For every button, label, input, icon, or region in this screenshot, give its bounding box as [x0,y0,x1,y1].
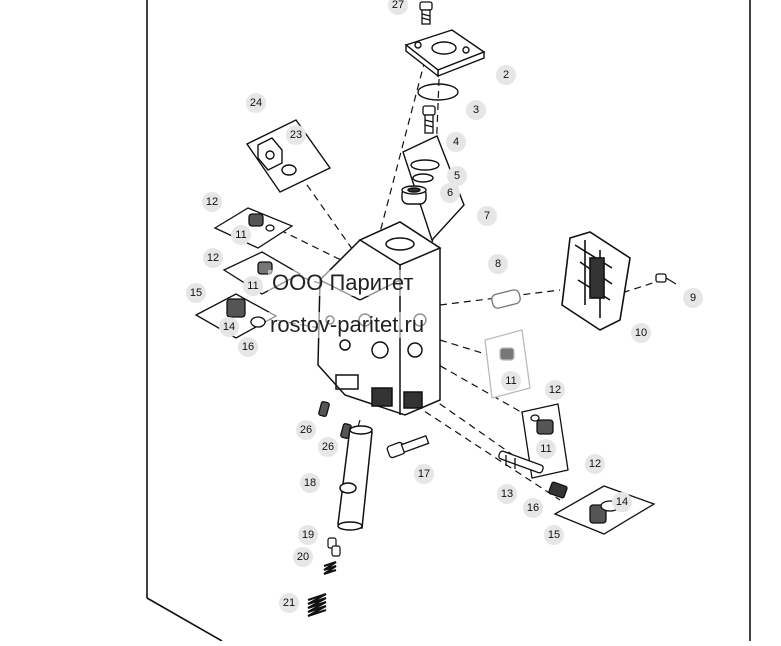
kit-box-part-12-upper-left [213,207,294,249]
callout-26-left: 26 [296,420,316,440]
cover-plate-part-2 [404,29,486,78]
svg-text:5: 5 [454,170,460,182]
callout-12-right-lower: 12 [585,454,605,474]
callout-15-left: 15 [186,283,206,303]
svg-text:12: 12 [206,196,218,208]
kit-box-part-15-right [553,485,656,535]
svg-text:15: 15 [190,287,202,299]
callout-12-right-upper: 12 [545,380,565,400]
svg-text:15: 15 [548,529,560,541]
callout-19: 19 [298,525,318,545]
svg-text:23: 23 [290,129,302,141]
spring-part-16-right [548,481,568,499]
svg-text:6: 6 [447,187,453,199]
svg-text:13: 13 [501,488,513,500]
callout-20: 20 [293,547,313,567]
svg-text:18: 18 [304,477,316,489]
svg-text:12: 12 [549,384,561,396]
svg-text:11: 11 [235,229,246,241]
bolt-part-27 [419,1,433,25]
plunger-part-18 [337,425,373,531]
callout-16-right: 16 [523,498,543,518]
callout-7: 7 [477,206,497,226]
svg-text:20: 20 [297,551,309,563]
watermark-company: ООО Паритет [268,270,418,296]
callout-11-right-upper: 11 [501,371,521,391]
svg-text:2: 2 [503,69,509,81]
svg-text:19: 19 [302,529,314,541]
svg-text:7: 7 [484,210,490,222]
svg-text:10: 10 [635,327,647,339]
callout-6: 6 [440,183,460,203]
callout-11-middle-left: 11 [243,276,263,296]
svg-text:9: 9 [690,292,696,304]
callout-15-right: 15 [544,525,564,545]
diagram-frame [146,0,751,642]
spool-part-13 [498,450,544,474]
callout-10: 10 [631,323,651,343]
callout-16-left: 16 [238,337,258,357]
callout-4: 4 [446,132,466,152]
small-pins-part-19-20 [327,537,341,557]
screw-part-9 [655,273,677,285]
pin-part-26 [318,401,352,439]
callout-14-right: 14 [612,492,632,512]
svg-text:12: 12 [207,252,219,264]
svg-text:12: 12 [589,458,601,470]
callout-27: 27 [388,0,408,15]
callout-11-upper-left: 11 [231,225,251,245]
callout-21: 21 [279,593,299,613]
callout-23: 23 [286,125,306,145]
svg-text:16: 16 [527,502,539,514]
svg-text:26: 26 [322,441,334,453]
o-ring-part-3 [417,83,459,101]
screw-part-4 [422,105,436,134]
svg-text:11: 11 [540,443,551,455]
svg-text:21: 21 [283,597,295,609]
svg-text:14: 14 [223,321,235,333]
svg-text:24: 24 [250,97,262,109]
callout-3: 3 [466,100,486,120]
end-cover-part-10 [561,231,631,331]
callout-12-upper-left: 12 [202,192,222,212]
callout-12-middle-left: 12 [203,248,223,268]
seal-kit-box-part-7 [401,135,465,242]
svg-text:17: 17 [418,468,430,480]
pin-part-8 [491,289,521,309]
callout-9: 9 [683,288,703,308]
svg-text:4: 4 [453,136,459,148]
svg-text:16: 16 [242,341,254,353]
callout-18: 18 [300,473,320,493]
spring-part-21 [307,561,337,617]
callout-17: 17 [414,464,434,484]
callout-5: 5 [447,166,467,186]
bolt-part-17 [386,434,430,459]
watermark-site: rostov-paritet.ru [266,312,429,338]
svg-text:3: 3 [473,104,479,116]
svg-text:14: 14 [616,496,628,508]
callout-8: 8 [488,254,508,274]
callout-13: 13 [497,484,517,504]
svg-text:11: 11 [505,375,516,387]
callout-2: 2 [496,65,516,85]
svg-text:8: 8 [495,258,501,270]
svg-text:27: 27 [392,0,404,11]
callout-24: 24 [246,93,266,113]
svg-text:26: 26 [300,424,312,436]
kit-box-part-24 [245,119,332,193]
callout-26-right: 26 [318,437,338,457]
callout-11-right-lower: 11 [536,439,556,459]
callout-14-left: 14 [219,317,239,337]
svg-text:11: 11 [247,280,258,292]
